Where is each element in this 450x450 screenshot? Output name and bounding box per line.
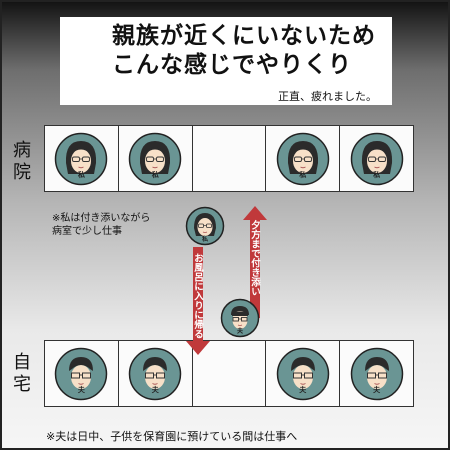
hospital-slot	[193, 126, 267, 191]
home-slot: 夫	[119, 341, 193, 406]
hospital-label-char: 病	[13, 140, 31, 161]
wife-tag: 私	[299, 170, 307, 179]
arrow-up-icon	[243, 206, 267, 318]
wife-tag: 私	[373, 170, 381, 179]
wife-face-icon	[350, 132, 403, 185]
title-note: 正直、疲れました。	[278, 90, 377, 103]
wife-tag: 私	[77, 170, 85, 179]
husband-face-icon	[128, 347, 182, 400]
husband-tag: 夫	[77, 385, 85, 394]
title-line-1: 親族が近くにいないため	[112, 23, 376, 49]
home-slot	[193, 341, 267, 406]
title-line-2: こんな感じでやりくり	[112, 52, 352, 78]
wife-face-icon	[185, 206, 225, 246]
arrow-down-icon	[186, 247, 210, 355]
wife-face-icon	[276, 132, 330, 185]
home-slot: 夫	[266, 341, 341, 406]
wife-avatar: 私	[350, 132, 404, 186]
hospital-schedule-row: 私私私私	[44, 125, 414, 192]
hospital-slot: 私	[340, 126, 413, 191]
home-label: 自 宅	[10, 352, 34, 396]
husband-tag: 夫	[373, 385, 381, 394]
arrow-to-hospital: 夕方まで付き添い	[243, 206, 267, 318]
husband-face-icon	[220, 298, 260, 338]
hospital-slot: 私	[45, 126, 119, 191]
wife-work-note-line: 病室で少し仕事	[52, 226, 122, 237]
title-box	[60, 17, 392, 105]
wife-work-note: ※私は付き添いながら 病室で少し仕事	[52, 212, 150, 238]
wife-face-icon	[128, 132, 182, 185]
husband-face-icon	[350, 347, 403, 400]
hospital-label: 病 院	[10, 140, 34, 184]
wife-work-note-line: ※私は付き添いながら	[52, 213, 151, 224]
husband-avatar: 夫	[54, 347, 108, 401]
wife-avatar: 私	[128, 132, 182, 186]
husband-avatar: 夫	[276, 347, 330, 401]
husband-tag: 夫	[236, 328, 243, 335]
wife-tag: 私	[151, 170, 159, 179]
husband-work-note: ※夫は日中、子供を保育園に預けている間は仕事へ	[46, 430, 298, 443]
hospital-slot: 私	[266, 126, 341, 191]
wife-face-icon	[55, 132, 108, 185]
home-slot: 夫	[340, 341, 413, 406]
home-label-char: 宅	[13, 374, 31, 395]
wife-tag: 私	[201, 236, 208, 243]
home-slot: 夫	[45, 341, 119, 406]
arrow-up-label: 夕方まで付き添い	[249, 220, 260, 296]
home-label-char: 自	[13, 352, 31, 373]
home-schedule-row: 夫夫夫夫	[44, 340, 414, 407]
page-title: 親族が近くにいないため こんな感じでやりくり	[112, 22, 376, 80]
husband-face-icon	[55, 347, 108, 400]
hospital-slot: 私	[119, 126, 193, 191]
husband-moving-avatar: 夫	[220, 298, 260, 338]
hospital-label-char: 院	[13, 162, 31, 183]
arrow-down-label: お風呂に入りに帰る	[192, 253, 203, 339]
husband-avatar: 夫	[350, 347, 404, 401]
husband-avatar: 夫	[128, 347, 182, 401]
husband-tag: 夫	[299, 385, 307, 394]
wife-avatar: 私	[276, 132, 330, 186]
wife-moving-avatar: 私	[185, 206, 225, 246]
husband-tag: 夫	[151, 385, 159, 394]
arrow-to-home: お風呂に入りに帰る	[186, 247, 210, 355]
wife-avatar: 私	[54, 132, 108, 186]
husband-face-icon	[276, 347, 330, 400]
